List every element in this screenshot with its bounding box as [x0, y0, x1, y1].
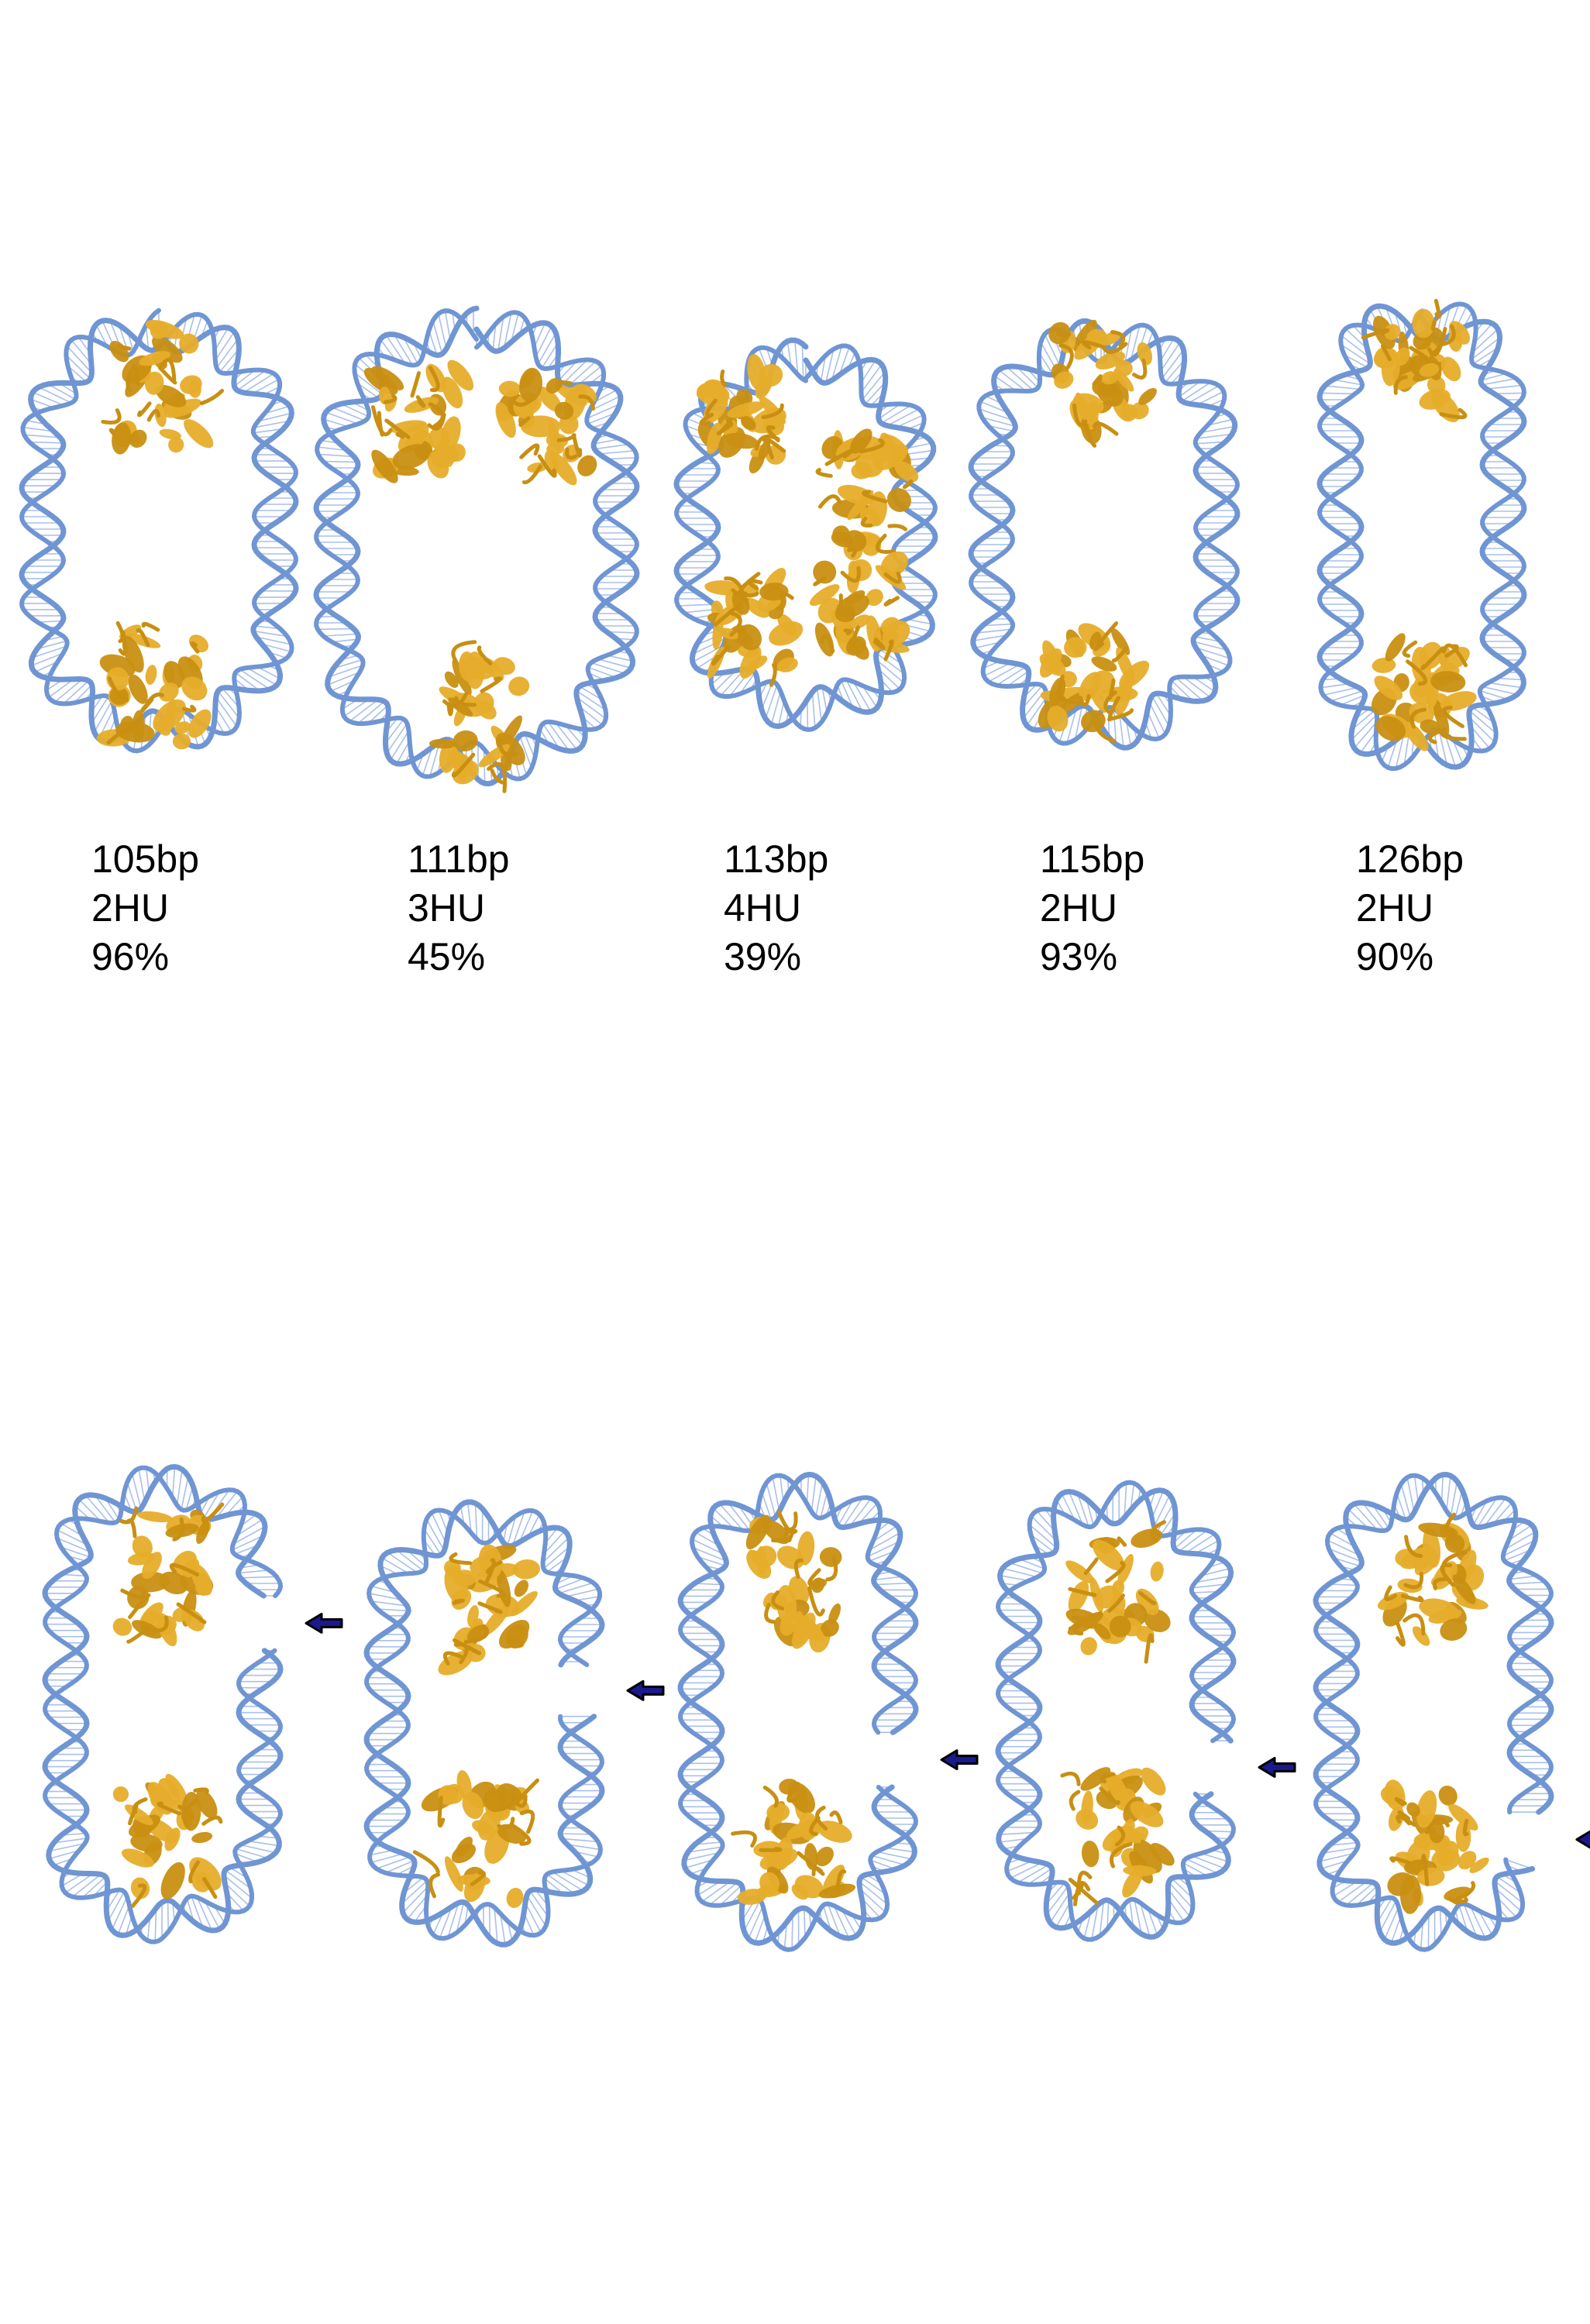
base-pairs	[680, 1474, 916, 1950]
dna-minicircle-nicked-1	[42, 1463, 343, 1944]
hu-protein	[1060, 1767, 1175, 1906]
hu-count-label: 2HU	[1356, 886, 1434, 930]
hu-protein	[428, 640, 530, 793]
nick-arrow-icon	[305, 1612, 343, 1634]
dna-minicircle-top-4	[968, 318, 1241, 751]
dna-backbone-strand	[364, 1508, 604, 1941]
hu-protein	[696, 354, 786, 474]
hu-protein	[1371, 633, 1477, 751]
dna-backbone-strand	[1313, 1471, 1554, 1946]
dna-minicircle-nicked-4	[995, 1480, 1296, 1942]
dna-double-helix-nicked	[42, 1463, 284, 1944]
base-pairs	[45, 1466, 280, 1942]
dna-backbone-strand	[995, 1487, 1237, 1940]
hu-protein	[1361, 298, 1470, 422]
hu-protein	[1065, 1520, 1171, 1664]
hu-count-label: 3HU	[408, 886, 486, 930]
dna-backbone-strand	[313, 305, 640, 787]
dna-backbone-strand	[1313, 1473, 1554, 1952]
dna-length-label: 126bp	[1356, 837, 1464, 881]
nick-arrow-icon	[626, 1679, 665, 1701]
hu-count-label: 4HU	[724, 886, 802, 930]
dna-double-helix-nicked	[363, 1499, 605, 1948]
nick-arrow-icon	[940, 1749, 979, 1771]
hu-protein	[412, 1770, 540, 1908]
hu-protein	[96, 621, 212, 750]
dna-backbone-strand	[673, 337, 938, 730]
hu-protein	[363, 359, 474, 483]
hu-protein	[704, 568, 804, 687]
percentage-label: 93%	[1040, 935, 1118, 978]
dna-minicircle-nicked-5	[1313, 1471, 1590, 1952]
percentage-label: 39%	[724, 935, 802, 978]
dna-double-helix-nicked	[1313, 1471, 1554, 1952]
label-block-111bp: 111bp 3HU 45%	[408, 835, 510, 982]
dna-double-helix-nicked	[995, 1480, 1237, 1942]
dna-minicircle-top-1	[19, 308, 299, 754]
hu-protein	[809, 551, 910, 662]
dna-length-label: 113bp	[724, 837, 829, 881]
dna-minicircle-nicked-3	[677, 1471, 979, 1952]
hu-protein	[438, 1544, 540, 1676]
dna-minicircle-top-2	[313, 305, 640, 793]
dna-backbone-strand	[363, 1499, 605, 1948]
dna-backbone-strand	[677, 1471, 919, 1946]
dna-minicircle-top-3	[673, 337, 938, 732]
dna-backbone-strand	[968, 318, 1241, 751]
dna-backbone-strand	[42, 1463, 284, 1938]
hu-protein	[815, 428, 919, 561]
dna-double-helix-nicked	[677, 1471, 919, 1952]
nick-arrow-icon	[1575, 1830, 1590, 1849]
hu-protein	[745, 1510, 842, 1653]
label-block-113bp: 113bp 4HU 39%	[724, 835, 828, 982]
hu-count-label: 2HU	[1040, 886, 1118, 930]
percentage-label: 90%	[1356, 935, 1434, 978]
hu-protein	[1377, 1512, 1488, 1647]
hu-protein	[731, 1779, 856, 1905]
hu-protein	[1380, 1779, 1489, 1914]
label-block-115bp: 115bp 2HU 93%	[1040, 835, 1144, 982]
dna-backbone-strand	[677, 1473, 919, 1952]
hu-protein	[101, 319, 225, 455]
hu-protein	[1048, 319, 1157, 448]
hu-protein	[495, 367, 597, 486]
dna-length-label: 115bp	[1040, 837, 1145, 881]
label-block-126bp: 126bp 2HU 90%	[1356, 835, 1464, 982]
dna-backbone-strand	[43, 1465, 284, 1944]
hu-protein	[1038, 621, 1150, 744]
dna-minicircle-top-5	[1316, 298, 1527, 772]
percentage-label: 45%	[408, 935, 486, 978]
hu-count-label: 2HU	[91, 886, 170, 930]
dna-backbone-strand	[19, 308, 299, 754]
dna-length-label: 105bp	[91, 837, 200, 881]
hu-protein	[112, 1773, 223, 1908]
dna-length-label: 111bp	[408, 837, 510, 881]
hu-protein	[112, 1502, 225, 1647]
nick-arrow-icon	[1258, 1756, 1296, 1778]
dna-backbone-strand	[995, 1480, 1237, 1942]
dna-minicircle-nicked-2	[363, 1499, 665, 1948]
label-block-105bp: 105bp 2HU 96%	[91, 835, 199, 982]
percentage-label: 96%	[91, 935, 170, 978]
